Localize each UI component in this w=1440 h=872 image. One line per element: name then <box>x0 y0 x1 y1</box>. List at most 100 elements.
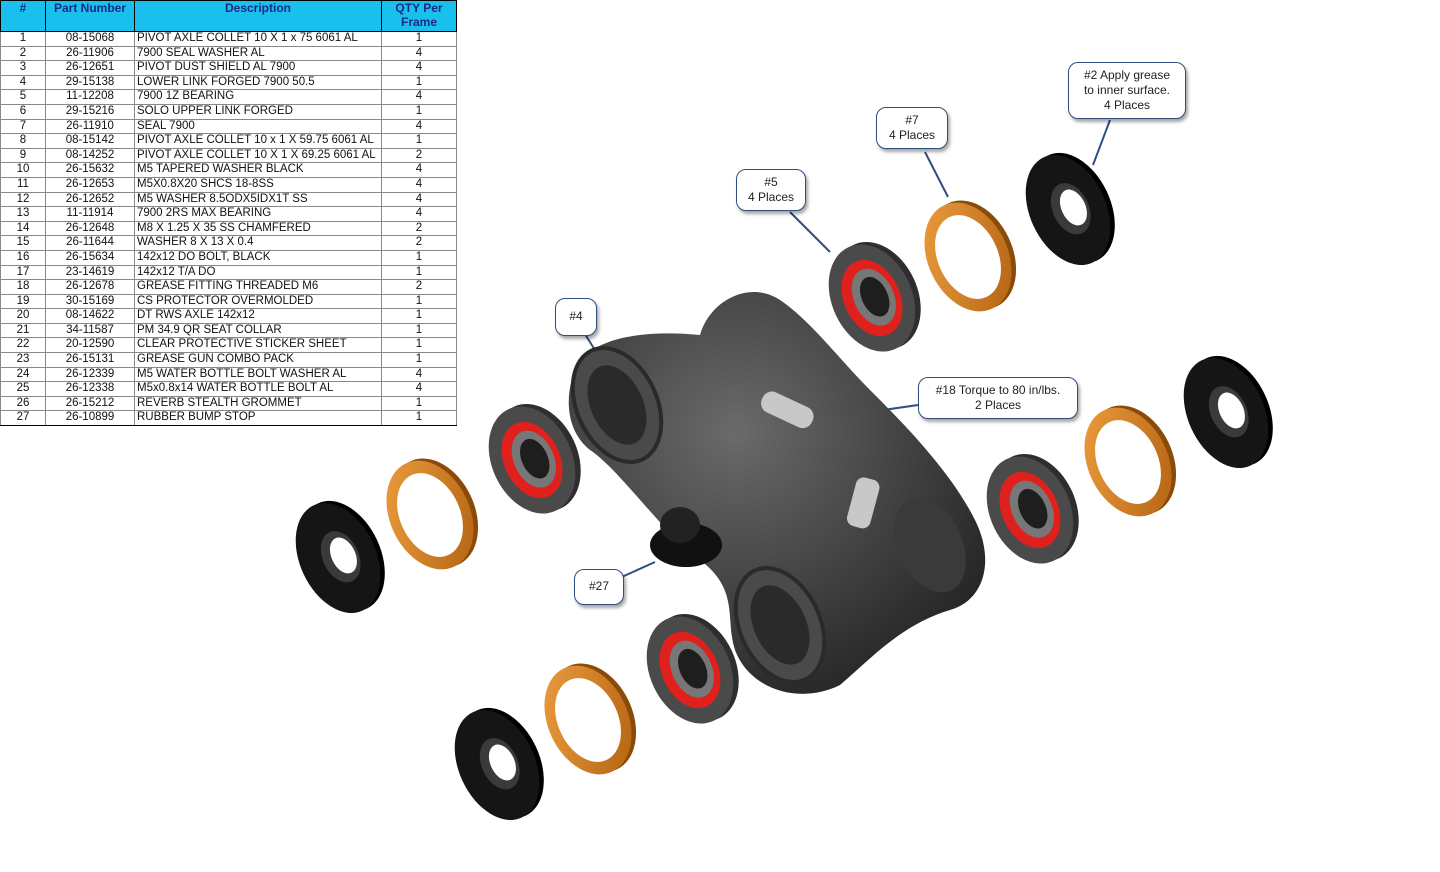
part-number: 26-15212 <box>45 396 135 412</box>
quantity: 2 <box>381 235 457 251</box>
part-number: 26-11644 <box>45 235 135 251</box>
description: REVERB STEALTH GROMMET <box>134 396 382 412</box>
quantity: 4 <box>381 367 457 383</box>
description: 7900 1Z BEARING <box>134 89 382 105</box>
part-number: 08-15068 <box>45 31 135 47</box>
item-number: 17 <box>0 265 46 281</box>
description: 7900 SEAL WASHER AL <box>134 46 382 62</box>
part-number: 26-11910 <box>45 119 135 135</box>
part-number: 26-15632 <box>45 162 135 178</box>
quantity: 4 <box>381 206 457 222</box>
item-number: 12 <box>0 192 46 208</box>
part-number: 08-14622 <box>45 308 135 324</box>
quantity: 2 <box>381 279 457 295</box>
callout-line: #4 <box>569 309 583 323</box>
part-number: 26-12339 <box>45 367 135 383</box>
column-header: # <box>0 0 46 32</box>
dust-shield <box>295 500 385 613</box>
quantity: 1 <box>381 294 457 310</box>
dust-shield <box>1025 152 1115 265</box>
quantity: 2 <box>381 148 457 164</box>
quantity: 4 <box>381 60 457 76</box>
quantity: 1 <box>381 265 457 281</box>
quantity: 4 <box>381 89 457 105</box>
item-number: 14 <box>0 221 46 237</box>
description: GREASE GUN COMBO PACK <box>134 352 382 368</box>
description: DT RWS AXLE 142x12 <box>134 308 382 324</box>
quantity: 4 <box>381 46 457 62</box>
grease-fitting <box>846 477 880 529</box>
quantity: 4 <box>381 119 457 135</box>
quantity: 1 <box>381 396 457 412</box>
callout-line: #27 <box>588 579 610 593</box>
quantity: 1 <box>381 75 457 91</box>
description: M5X0.8X20 SHCS 18-8SS <box>134 177 382 193</box>
seal-washer <box>386 458 479 570</box>
item-number: 13 <box>0 206 46 222</box>
description: 142x12 DO BOLT, BLACK <box>134 250 382 266</box>
part-number: 23-14619 <box>45 265 135 281</box>
callout-line: 4 Places <box>888 128 936 142</box>
quantity: 1 <box>381 133 457 149</box>
description: M5 TAPERED WASHER BLACK <box>134 162 382 178</box>
bearing <box>828 241 921 352</box>
rubber-bump-stop <box>650 507 722 567</box>
callout-line: #18 Torque to 80 in/lbs. <box>935 383 1061 397</box>
callout-grease: #2 Apply grease to inner surface. 4 Plac… <box>1068 62 1186 119</box>
description: RUBBER BUMP STOP <box>134 410 382 427</box>
part-number: 34-11587 <box>45 323 135 339</box>
quantity: 4 <box>381 381 457 397</box>
description: PIVOT AXLE COLLET 10 X 1 x 75 6061 AL <box>134 31 382 47</box>
callout-torque: #18 Torque to 80 in/lbs. 2 Places <box>918 377 1078 419</box>
quantity: 4 <box>381 192 457 208</box>
quantity: 1 <box>381 337 457 354</box>
seal-washer <box>924 200 1017 312</box>
description: SEAL 7900 <box>134 119 382 135</box>
part-number: 26-12651 <box>45 60 135 76</box>
description: PM 34.9 QR SEAT COLLAR <box>134 323 382 339</box>
description: LOWER LINK FORGED 7900 50.5 <box>134 75 382 91</box>
part-number: 26-12338 <box>45 381 135 397</box>
item-number: 16 <box>0 250 46 266</box>
part-number: 08-14252 <box>45 148 135 164</box>
quantity: 4 <box>381 162 457 178</box>
item-number: 24 <box>0 367 46 383</box>
callout-seal: #7 4 Places <box>876 107 948 149</box>
quantity: 1 <box>381 323 457 339</box>
part-number: 26-11906 <box>45 46 135 62</box>
description: 7900 2RS MAX BEARING <box>134 206 382 222</box>
part-number: 26-15634 <box>45 250 135 266</box>
part-number: 26-10899 <box>45 410 135 427</box>
part-number: 26-15131 <box>45 352 135 368</box>
item-number: 22 <box>0 337 46 354</box>
description: WASHER 8 X 13 X 0.4 <box>134 235 382 251</box>
callout-bump-stop: #27 <box>574 569 624 605</box>
callout-line: 4 Places <box>747 190 795 204</box>
description: GREASE FITTING THREADED M6 <box>134 279 382 295</box>
callout-link: #4 <box>555 298 597 336</box>
part-number: 20-12590 <box>45 337 135 354</box>
bearing <box>646 613 739 724</box>
part-number: 26-12648 <box>45 221 135 237</box>
quantity: 4 <box>381 177 457 193</box>
quantity: 1 <box>381 410 457 427</box>
description: M5 WATER BOTTLE BOLT WASHER AL <box>134 367 382 383</box>
callout-line: 2 Places <box>974 398 1022 412</box>
dust-shield <box>1183 355 1273 468</box>
grease-fitting <box>761 391 814 429</box>
